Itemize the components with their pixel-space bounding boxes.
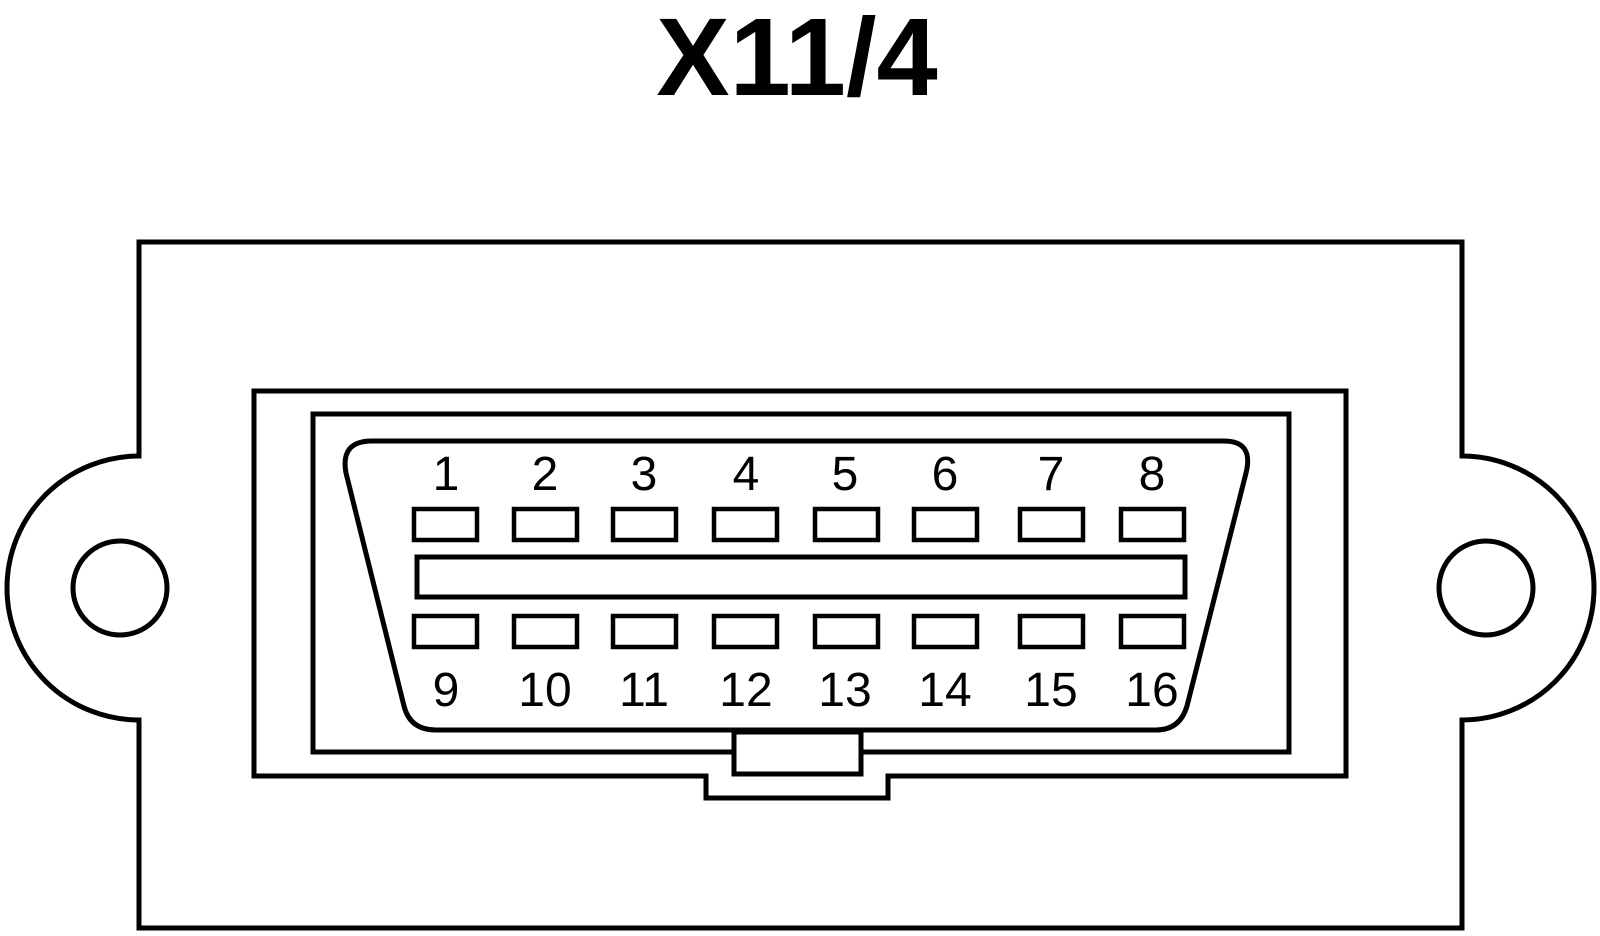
pin-13-contact	[812, 613, 881, 650]
mounting-plate	[4, 239, 1597, 931]
pin-2-contact	[511, 506, 580, 543]
pin-6-contact	[911, 506, 980, 543]
connector-title: X11/4	[656, 0, 937, 119]
pin-label-11: 11	[619, 664, 669, 717]
mounting-hole-right	[1436, 538, 1536, 638]
pin-label-15: 15	[1024, 664, 1077, 717]
pin-label-4: 4	[733, 448, 760, 501]
pin-label-7: 7	[1038, 448, 1065, 501]
pin-16-contact	[1118, 613, 1187, 650]
pin-12-contact	[711, 613, 780, 650]
pin-4-contact	[711, 506, 780, 543]
pin-label-13: 13	[818, 664, 871, 717]
pin-8-contact	[1118, 506, 1187, 543]
key-tab	[731, 729, 864, 777]
center-bar	[414, 554, 1188, 600]
pin-10-contact	[511, 613, 580, 650]
pin-label-10: 10	[518, 664, 571, 717]
mounting-hole-left	[70, 538, 170, 638]
socket-shell	[342, 438, 1251, 733]
pin-label-5: 5	[832, 448, 859, 501]
pin-label-16: 16	[1125, 664, 1178, 717]
pin-label-12: 12	[719, 664, 772, 717]
pin-label-14: 14	[918, 664, 971, 717]
pin-1-contact	[411, 506, 480, 543]
housing-outer-frame	[251, 388, 1349, 801]
pin-14-contact	[911, 613, 980, 650]
pin-label-1: 1	[433, 448, 460, 501]
pin-label-8: 8	[1139, 448, 1166, 501]
pin-11-contact	[610, 613, 679, 650]
pin-label-2: 2	[532, 448, 559, 501]
pin-7-contact	[1017, 506, 1086, 543]
pin-3-contact	[610, 506, 679, 543]
pin-5-contact	[812, 506, 881, 543]
pin-15-contact	[1017, 613, 1086, 650]
pin-label-3: 3	[631, 448, 658, 501]
pin-label-6: 6	[932, 448, 959, 501]
pin-label-9: 9	[433, 664, 460, 717]
pin-9-contact	[411, 613, 480, 650]
